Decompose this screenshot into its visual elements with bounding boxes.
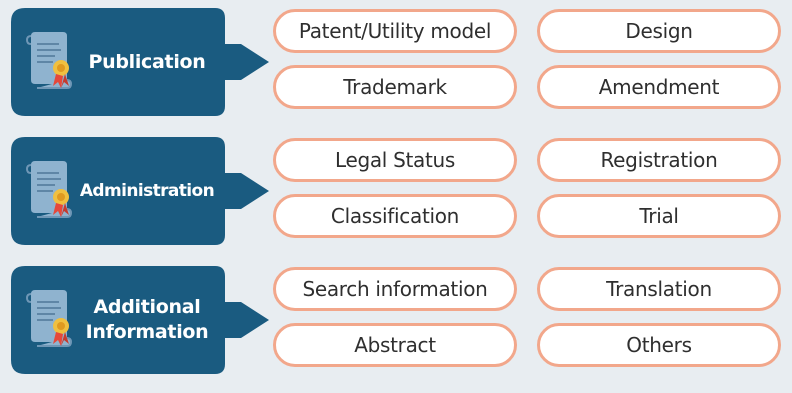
category-label: Additional Information [79, 266, 215, 374]
option-amendment[interactable]: Amendment [537, 65, 781, 109]
certificate-scroll-icon [25, 290, 73, 347]
option-legal-status[interactable]: Legal Status [273, 138, 517, 182]
arrow-shape [11, 137, 269, 245]
category-administration[interactable]: Administration [11, 137, 269, 245]
option-patent-utility-model[interactable]: Patent/Utility model [273, 9, 517, 53]
option-design[interactable]: Design [537, 9, 781, 53]
category-label-line-1: Additional [93, 296, 201, 318]
option-registration[interactable]: Registration [537, 138, 781, 182]
option-trial[interactable]: Trial [537, 194, 781, 238]
category-label: Administration [79, 180, 215, 201]
option-trademark[interactable]: Trademark [273, 65, 517, 109]
arrow-shape [11, 266, 269, 374]
category-label-line-2: Information [85, 321, 209, 343]
option-abstract[interactable]: Abstract [273, 323, 517, 367]
option-translation[interactable]: Translation [537, 267, 781, 311]
certificate-scroll-icon [25, 161, 73, 218]
category-publication[interactable]: Publication [11, 8, 269, 116]
option-search-information[interactable]: Search information [273, 267, 517, 311]
certificate-scroll-icon [25, 32, 73, 89]
category-label: Publication [88, 50, 206, 73]
arrow-shape [11, 8, 269, 116]
option-others[interactable]: Others [537, 323, 781, 367]
option-classification[interactable]: Classification [273, 194, 517, 238]
category-additional-information[interactable]: Additional Information [11, 266, 269, 374]
